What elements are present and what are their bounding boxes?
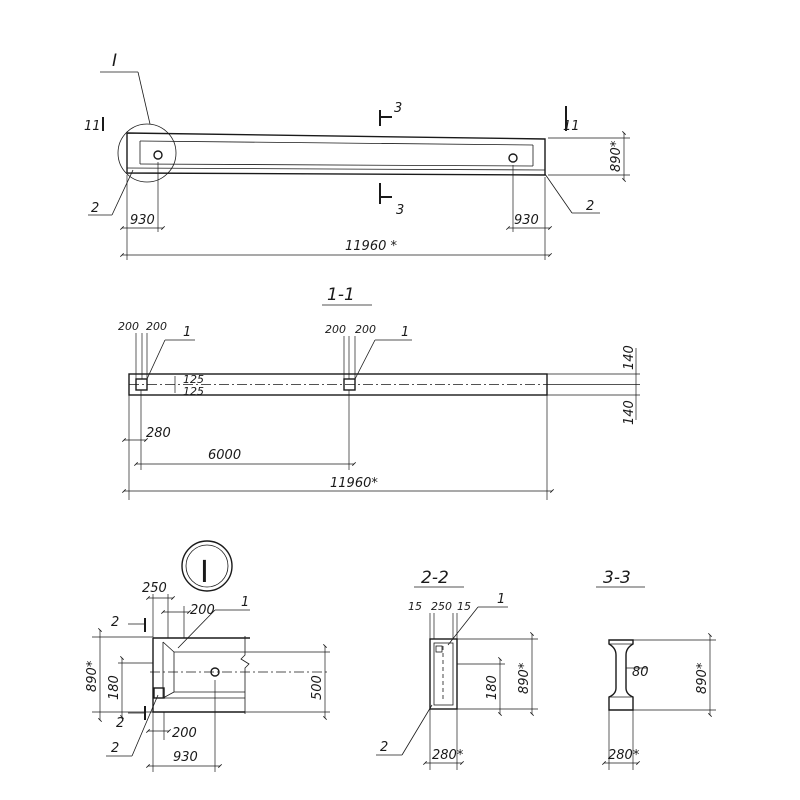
dim-890-33-text: 890* <box>695 662 710 694</box>
detail-I-marker-label: I <box>200 555 209 590</box>
section3-top-label: 3 <box>394 101 402 116</box>
pos1-22-label: 1 <box>497 592 505 607</box>
dim-80-text: 80 <box>632 665 649 680</box>
detail-pos2-label: 2 <box>111 741 119 756</box>
section-mark-left: 11 <box>84 119 101 134</box>
dim-total-plan-text: 11960* <box>330 476 378 491</box>
pos2-right-leader <box>544 173 573 214</box>
detail-end-outline <box>152 638 245 713</box>
cut2-top-label: 2 <box>111 615 119 630</box>
detail-pos1-leader <box>177 609 216 649</box>
pos2-left-leader <box>111 169 134 216</box>
dim-200-left-b: 200 <box>146 320 167 333</box>
dim-930-right-text: 930 <box>514 213 539 228</box>
detail-I: I 250 200 1 2 2 <box>85 540 330 772</box>
dim-180-22-text: 180 <box>485 675 500 700</box>
detail-I-marker-outer <box>181 540 233 592</box>
beam-inner-top <box>139 140 534 146</box>
dim-280-22-text: 280* <box>432 748 464 763</box>
detail-leader <box>137 71 151 125</box>
dim-200-left-a: 200 <box>118 320 139 333</box>
section-3-3-title: 3-3 <box>603 568 631 588</box>
pos2-left-label: 2 <box>91 201 99 216</box>
dim-890-22-text: 890* <box>517 662 532 694</box>
pos1-mid-label: 1 <box>401 325 409 340</box>
pos2-right-label: 2 <box>586 199 594 214</box>
dim-180-detail-text: 180 <box>107 675 122 700</box>
dim-140-bottom-text: 140 <box>622 400 637 425</box>
dim-height-890-text: 890* <box>609 140 624 172</box>
dim-930-detail-text: 930 <box>173 750 198 765</box>
dim-500-text: 500 <box>310 675 325 700</box>
beam-bottom-ledge <box>126 167 546 171</box>
detail-pos2-leader <box>131 694 159 757</box>
detail-chamfer-bottom <box>162 691 175 699</box>
dim-15-right: 15 <box>457 600 471 613</box>
beam-inner-bottom <box>139 163 534 167</box>
lifting-hole-right <box>508 153 518 163</box>
dim-280-33-text: 280* <box>608 748 640 763</box>
dim-280-text: 280 <box>146 426 171 441</box>
pos1-22-leader <box>447 606 479 646</box>
section-2-2: 2-2 15 250 15 1 180 890* 280* 2 <box>376 568 538 770</box>
detail-marker-label: I <box>112 51 117 71</box>
dim-200-mid-b: 200 <box>355 323 376 336</box>
section-3-3: 3-3 80 890* 280* <box>596 568 716 770</box>
dim-890-detail-text: 890* <box>85 660 100 692</box>
section-2-2-plate <box>435 645 443 653</box>
dim-200-top-text: 200 <box>190 603 215 618</box>
embedded-plate-mid <box>343 378 356 391</box>
dim-125-top-text: 125 <box>183 373 204 386</box>
pos2-22-label: 2 <box>380 740 388 755</box>
dim-6000-text: 6000 <box>208 448 241 463</box>
pos2-22-leader <box>401 704 433 756</box>
dim-15-left: 15 <box>408 600 422 613</box>
section-1-1-title: 1-1 <box>327 285 355 305</box>
detail-circle <box>117 123 177 183</box>
beam-outline <box>126 132 546 176</box>
cut2-bottom-label: 2 <box>116 716 124 731</box>
pos1-mid-leader <box>354 339 376 380</box>
section3-bottom-label: 3 <box>396 203 404 218</box>
section-2-2-body <box>429 638 458 710</box>
detail-plate-bottom <box>153 687 165 699</box>
section-mark-right: 11 <box>563 119 580 134</box>
dim-140-top-text: 140 <box>622 345 637 370</box>
dim-930-left-text: 930 <box>130 213 155 228</box>
dim-250-22: 250 <box>431 600 452 613</box>
detail-chamfer-top <box>162 641 175 653</box>
detail-break-line <box>240 636 250 714</box>
dim-total-length-text: 11960 * <box>345 239 397 254</box>
dim-200-bottom-text: 200 <box>172 726 197 741</box>
dim-200-mid-a: 200 <box>325 323 346 336</box>
section-2-2-inner <box>433 642 454 706</box>
section-1-1: 1-1 140 140 200 200 1 200 200 1 125 <box>118 285 640 500</box>
detail-pos1-label: 1 <box>241 595 249 610</box>
section-2-2-title: 2-2 <box>421 568 449 588</box>
pos1-left-leader <box>146 339 166 380</box>
dim-125-bottom-text: 125 <box>183 385 204 398</box>
dim-250-text: 250 <box>142 581 167 596</box>
pos1-left-label: 1 <box>183 325 191 340</box>
i-beam-profile <box>608 639 634 711</box>
lifting-hole-left <box>153 150 163 160</box>
main-elevation-view: I 11 11 3 3 2 2 930 930 11960 * <box>84 51 630 260</box>
embedded-plate-left <box>135 378 148 391</box>
detail-I-marker-inner <box>185 544 229 588</box>
